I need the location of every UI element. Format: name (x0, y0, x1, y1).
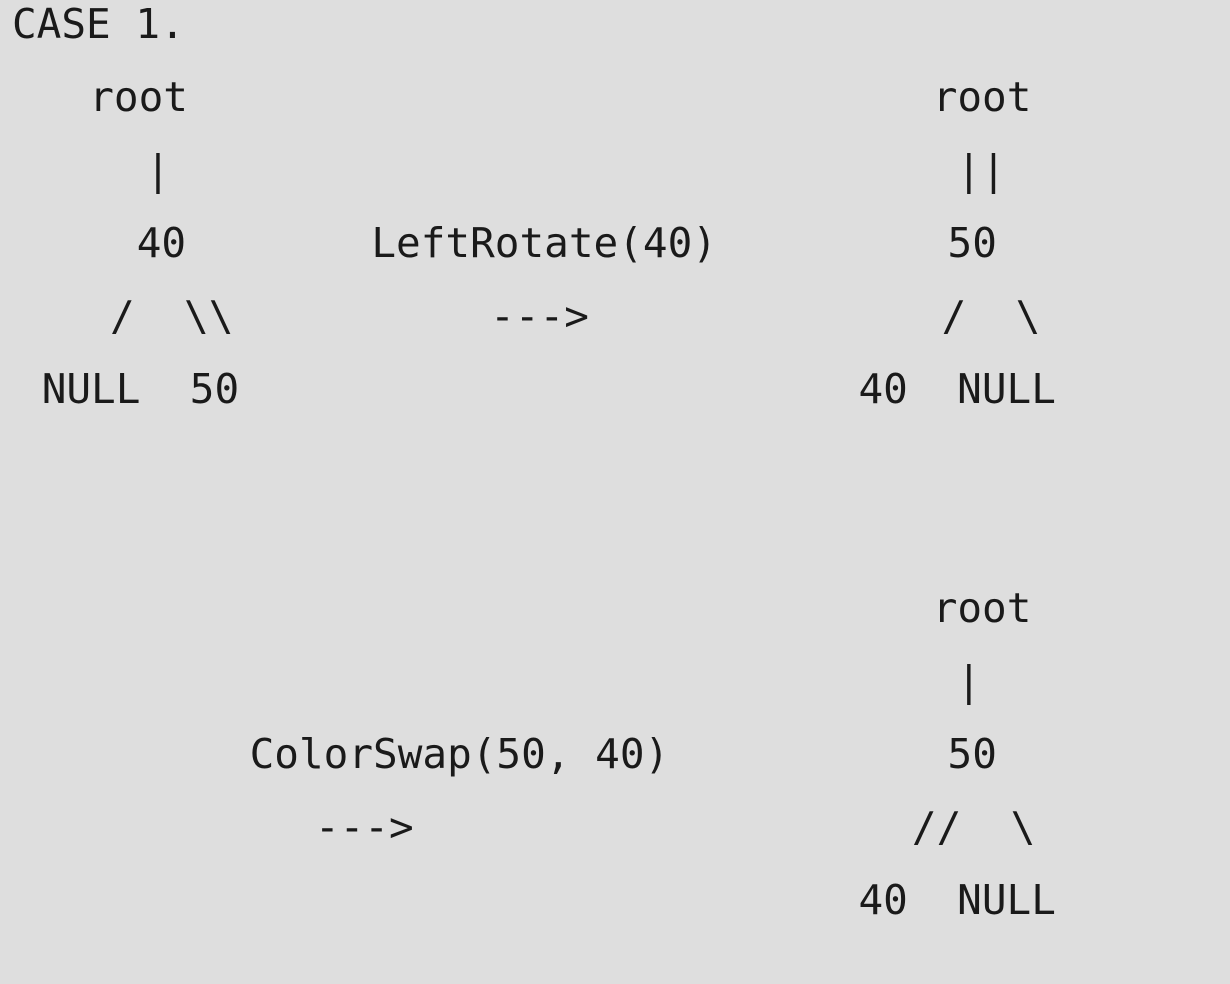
ascii-text-run: 40 (136, 219, 187, 267)
ascii-line: ---> // \ (0, 791, 1230, 864)
ascii-line: root root (0, 61, 1230, 134)
ascii-text-run: / \\ (110, 292, 234, 340)
ascii-line: 40 LeftRotate(40) 50 (0, 207, 1230, 280)
ascii-text-run: || (956, 146, 1006, 194)
ascii-text-run: 50 (947, 219, 997, 267)
ascii-text-run: // \ (911, 803, 1036, 851)
ascii-text-run: NULL 50 (41, 365, 240, 413)
ascii-text-run: / \ (941, 292, 1041, 340)
ascii-line: CASE 1. (0, 0, 1230, 61)
ascii-text-run: ---> (490, 292, 589, 340)
ascii-line: / \\ ---> / \ (0, 280, 1230, 353)
ascii-line: 40 NULL (0, 864, 1230, 937)
ascii-text-run: | (956, 657, 982, 705)
ascii-line: ColorSwap(50, 40) 50 (0, 718, 1230, 791)
ascii-text-run: root (932, 73, 1032, 121)
ascii-text-run: ---> (314, 803, 414, 851)
ascii-line: | (0, 645, 1230, 718)
ascii-text-run: root (89, 73, 188, 121)
ascii-line: NULL 50 40 NULL (0, 353, 1230, 426)
ascii-text-run: root (932, 584, 1032, 632)
ascii-text-run: 40 NULL (858, 365, 1056, 413)
ascii-text-run: LeftRotate(40) (371, 219, 717, 267)
ascii-line: ||| (0, 134, 1230, 207)
ascii-text-run: | (145, 146, 171, 194)
ascii-text-run: CASE 1. (12, 0, 185, 48)
ascii-text-run: 40 NULL (858, 876, 1056, 924)
ascii-line: root (0, 572, 1230, 645)
ascii-text-run: ColorSwap(50, 40) (249, 730, 670, 778)
ascii-text-run: 50 (947, 730, 997, 778)
